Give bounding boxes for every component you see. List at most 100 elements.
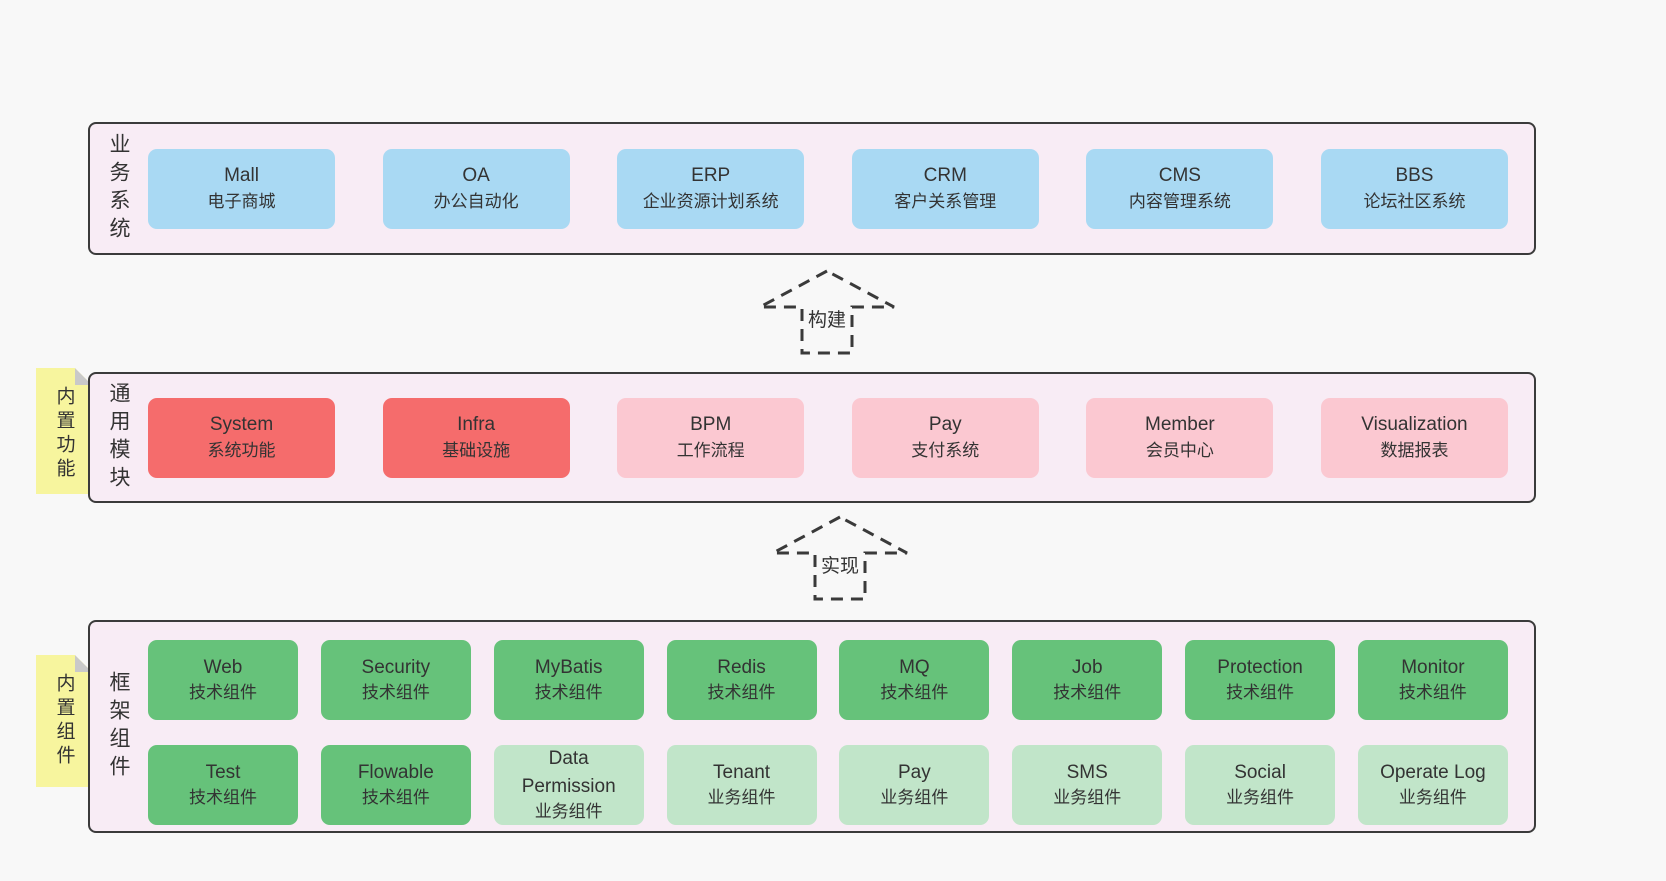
box-tenant: Tenant 业务组件 — [666, 745, 817, 825]
box-subtitle: 技术组件 — [1053, 683, 1122, 703]
box-title: Pay — [898, 761, 931, 783]
box-mall: Mall 电子商城 — [148, 148, 335, 229]
box-title: BPM — [690, 414, 732, 436]
box-data-permission: Data Permission 业务组件 — [493, 745, 644, 825]
box-subtitle: 业务组件 — [1398, 788, 1467, 808]
box-title: Web — [203, 656, 243, 678]
builtin-components-tag: 内置组件 — [36, 655, 92, 787]
box-subtitle: 技术组件 — [1398, 683, 1467, 703]
box-subtitle: 业务组件 — [880, 788, 949, 808]
box-title: Tenant — [713, 761, 771, 783]
common-modules-panel: 通用模块 System 系统功能 Infra 基础设施 BPM 工作流程 Pay 支付系统 Me… — [88, 372, 1536, 503]
box-bbs: BBS 论坛社区系统 — [1320, 148, 1508, 229]
box-subtitle: 会员中心 — [1145, 440, 1214, 460]
panel-title-business: 业务系统 — [100, 124, 136, 253]
box-bpm: BPM 工作流程 — [617, 397, 805, 478]
builtin-features-tag: 内置功能 — [36, 368, 92, 494]
box-title: Pay — [928, 414, 962, 436]
box-redis: Redis 技术组件 — [666, 640, 817, 720]
box-system: System 系统功能 — [148, 397, 335, 478]
box-subtitle: 客户关系管理 — [894, 191, 997, 211]
box-subtitle: 技术组件 — [1226, 683, 1295, 703]
box-subtitle: 工作流程 — [676, 440, 745, 460]
box-protection: Protection 技术组件 — [1185, 640, 1336, 720]
box-title: Mall — [224, 165, 259, 187]
box-job: Job 技术组件 — [1012, 640, 1163, 720]
box-subtitle: 办公自动化 — [433, 191, 519, 211]
box-visualization: Visualization 数据报表 — [1320, 397, 1508, 478]
box-subtitle: 系统功能 — [207, 440, 276, 460]
box-title: Test — [205, 761, 241, 783]
box-subtitle: 业务组件 — [707, 788, 776, 808]
box-subtitle: 企业资源计划系统 — [642, 191, 779, 211]
box-oa: OA 办公自动化 — [382, 148, 570, 229]
box-subtitle: 业务组件 — [534, 802, 603, 822]
box-row: System 系统功能 Infra 基础设施 BPM 工作流程 Pay 支付系统 Member 会… — [148, 374, 1508, 501]
box-subtitle: 技术组件 — [880, 683, 949, 703]
box-subtitle: 内容管理系统 — [1128, 191, 1231, 211]
box-title: CRM — [923, 165, 967, 187]
box-web: Web 技术组件 — [148, 640, 298, 720]
box-sms: SMS 业务组件 — [1012, 745, 1163, 825]
box-title: BBS — [1395, 165, 1434, 187]
box-subtitle: 业务组件 — [1053, 788, 1122, 808]
box-subtitle: 技术组件 — [189, 683, 257, 703]
tag-text: 内置功能 — [53, 386, 75, 482]
box-subtitle: 数据报表 — [1380, 440, 1449, 460]
box-title: Operate Log — [1380, 761, 1486, 783]
box-title: Protection — [1217, 656, 1303, 678]
box-title: System — [209, 414, 274, 436]
box-title: MQ — [899, 656, 930, 678]
build-arrow-icon: 构建 — [757, 268, 897, 361]
box-test: Test 技术组件 — [148, 745, 298, 825]
box-title: Data Permission — [521, 748, 616, 797]
box-subtitle: 技术组件 — [534, 683, 603, 703]
box-subtitle: 技术组件 — [361, 788, 430, 808]
box-title: Member — [1145, 414, 1215, 436]
box-title: Visualization — [1361, 414, 1468, 436]
panel-title-components: 框架组件 — [100, 622, 136, 831]
box-subtitle: 支付系统 — [911, 440, 980, 460]
box-subtitle: 技术组件 — [707, 683, 776, 703]
panel-title-text: 框架组件 — [107, 670, 130, 783]
box-mq: MQ 技术组件 — [839, 640, 990, 720]
box-title: Flowable — [357, 761, 434, 783]
box-operate-log: Operate Log 业务组件 — [1357, 745, 1508, 825]
box-title: Social — [1234, 761, 1286, 783]
box-cms: CMS 内容管理系统 — [1086, 148, 1274, 229]
implement-arrow-label: 实现 — [821, 555, 859, 577]
box-member: Member 会员中心 — [1086, 397, 1274, 478]
box-title: Security — [361, 656, 431, 678]
panel-title-text: 通用模块 — [107, 381, 130, 494]
box-title: SMS — [1066, 761, 1108, 783]
panel-title-text: 业务系统 — [107, 132, 130, 245]
box-pay: Pay 支付系统 — [851, 397, 1039, 478]
box-subtitle: 业务组件 — [1226, 788, 1295, 808]
box-title: OA — [462, 165, 490, 187]
box-pay: Pay 业务组件 — [839, 745, 990, 825]
box-subtitle: 基础设施 — [442, 440, 511, 460]
box-crm: CRM 客户关系管理 — [851, 148, 1039, 229]
box-title: Infra — [457, 414, 496, 436]
panel-title-modules: 通用模块 — [100, 374, 136, 501]
box-subtitle: 电子商城 — [207, 191, 276, 211]
box-flowable: Flowable 技术组件 — [320, 745, 471, 825]
box-subtitle: 论坛社区系统 — [1363, 191, 1466, 211]
implement-arrow-icon: 实现 — [770, 514, 910, 607]
box-infra: Infra 基础设施 — [382, 397, 570, 478]
box-subtitle: 技术组件 — [189, 788, 257, 808]
box-title: CMS — [1158, 165, 1201, 187]
box-title: Redis — [717, 656, 766, 678]
box-title: Job — [1071, 656, 1103, 678]
tag-text: 内置组件 — [53, 673, 75, 769]
